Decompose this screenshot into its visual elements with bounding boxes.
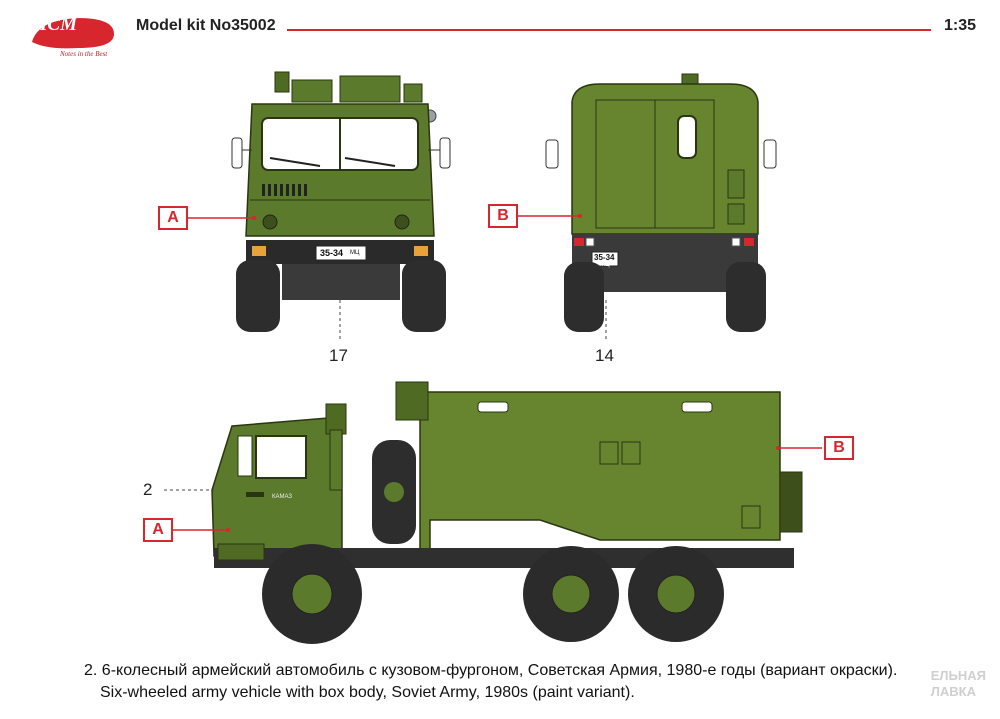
side-view xyxy=(164,381,822,644)
watermark: ЕЛЬНАЯ ЛАВКА xyxy=(931,668,986,700)
caption-number: 2. xyxy=(84,662,98,679)
rear-plate-region: МЦ xyxy=(600,262,610,268)
brand-logo-text: ICM xyxy=(40,14,77,35)
paint-ref-side: 2 xyxy=(143,480,153,499)
brand-tagline: Notes in the Best xyxy=(60,50,108,58)
rear-plate-number: 35-34 xyxy=(594,253,615,262)
side-brand-badge: КАМАЗ xyxy=(272,494,293,500)
caption-russian-text: 6-колесный армейский автомобиль с кузово… xyxy=(101,662,898,679)
page-title: Model kit No35002 xyxy=(136,17,276,34)
watermark-line2: ЛАВКА xyxy=(930,684,976,699)
paint-ref-front: 17 xyxy=(329,346,348,365)
callout-side-b: B xyxy=(824,436,854,460)
callout-front-a: A xyxy=(158,206,188,230)
page-header: ICM Notes in the Best Model kit No35002 … xyxy=(0,0,1000,60)
front-plate-number: 35-34 xyxy=(320,248,344,258)
callout-rear-b: B xyxy=(488,204,518,228)
callout-side-a: A xyxy=(143,518,173,542)
front-view xyxy=(188,71,451,342)
caption: 2. 6-колесный армейский автомобиль с куз… xyxy=(84,660,984,704)
icm-logo-icon xyxy=(32,18,114,49)
paint-ref-rear: 14 xyxy=(595,346,614,365)
rear-view xyxy=(518,73,777,342)
watermark-line1: ЕЛЬНАЯ xyxy=(930,668,986,683)
scale-label: 1:35 xyxy=(943,17,976,34)
caption-english: Six-wheeled army vehicle with box body, … xyxy=(100,684,635,701)
caption-russian: 2. 6-колесный армейский автомобиль с куз… xyxy=(84,660,984,682)
side-wheels xyxy=(262,544,724,644)
header-divider xyxy=(287,29,931,31)
front-plate-region: МЦ xyxy=(350,250,360,256)
